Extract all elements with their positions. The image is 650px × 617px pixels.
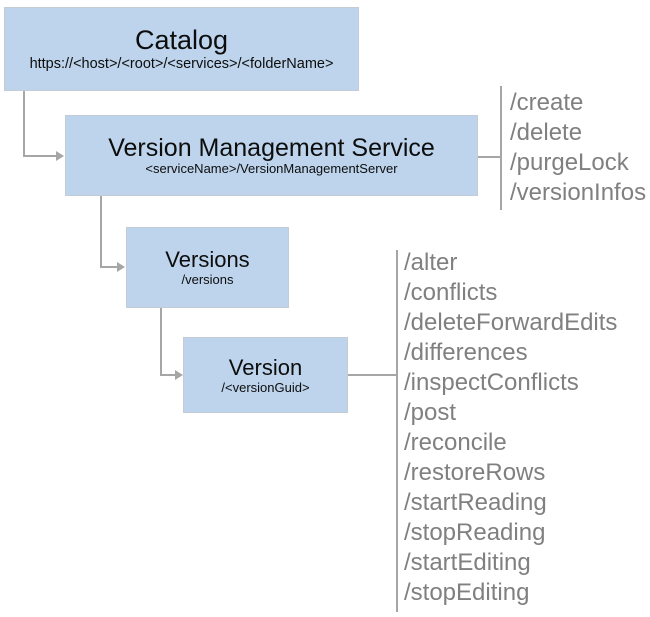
operation-item[interactable]: /differences	[404, 339, 528, 366]
node-catalog[interactable]: Catalog https://<host>/<root>/<services>…	[4, 7, 359, 91]
operations-list-version-management-service: /create/delete/purgeLock/versionInfos	[510, 88, 646, 208]
operation-item[interactable]: /delete	[510, 119, 583, 146]
connector-vms-to-versions-vertical	[100, 196, 102, 268]
operation-item[interactable]: /startReading	[404, 489, 547, 516]
connector-vms-to-versions-horizontal	[100, 266, 117, 268]
operation-item[interactable]: /restoreRows	[404, 459, 546, 486]
connector-versions-to-version-vertical	[160, 308, 162, 376]
node-versions-subtitle: /versions	[181, 272, 234, 288]
operation-item[interactable]: /startEditing	[404, 549, 531, 576]
operation-item[interactable]: /post	[404, 399, 457, 426]
operations-rule-vms	[500, 86, 502, 210]
operation-item[interactable]: /reconcile	[404, 429, 507, 456]
arrowhead-catalog-to-vms	[56, 151, 64, 161]
operation-item[interactable]: /versionInfos	[510, 179, 647, 206]
operation-item[interactable]: /inspectConflicts	[404, 369, 579, 396]
node-versions-title: Versions	[165, 247, 250, 273]
node-version-management-service[interactable]: Version Management Service <serviceName>…	[65, 115, 478, 196]
connector-catalog-to-vms-horizontal	[23, 155, 56, 157]
node-version-subtitle: /<versionGuid>	[221, 379, 310, 395]
connector-catalog-to-vms-vertical	[23, 91, 25, 156]
operation-item[interactable]: /create	[510, 89, 584, 116]
node-version-title: Version	[228, 354, 303, 380]
operation-item[interactable]: /stopReading	[404, 519, 546, 546]
operations-list-version: /alter/conflicts/deleteForwardEdits/diff…	[404, 248, 617, 608]
operation-item[interactable]: /purgeLock	[510, 149, 629, 176]
operations-rule-version	[396, 250, 398, 612]
arrowhead-vms-to-versions	[117, 262, 125, 272]
operation-item[interactable]: /stopEditing	[404, 579, 530, 606]
connector-version-to-operations	[348, 374, 398, 376]
node-catalog-subtitle: https://<host>/<root>/<services>/<folder…	[29, 55, 334, 72]
operation-item[interactable]: /deleteForwardEdits	[404, 309, 618, 336]
node-catalog-title: Catalog	[134, 25, 229, 56]
operation-item[interactable]: /conflicts	[404, 279, 498, 306]
connector-versions-to-version-horizontal	[160, 374, 175, 376]
node-version-management-service-subtitle: <serviceName>/VersionManagementServer	[145, 161, 398, 177]
node-version[interactable]: Version /<versionGuid>	[183, 337, 348, 413]
node-version-management-service-title: Version Management Service	[108, 134, 435, 163]
connector-vms-to-operations	[478, 156, 502, 158]
operation-item[interactable]: /alter	[404, 249, 458, 276]
arrowhead-versions-to-version	[175, 370, 183, 380]
node-versions[interactable]: Versions /versions	[126, 227, 289, 308]
